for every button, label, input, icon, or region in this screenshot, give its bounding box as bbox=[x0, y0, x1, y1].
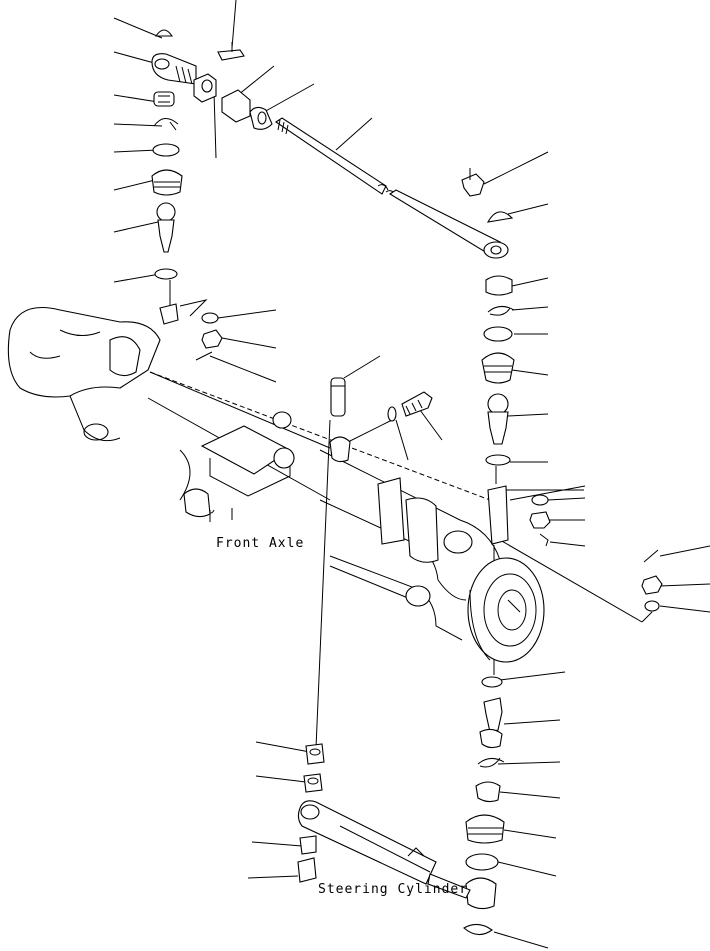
cylinder-barrel bbox=[297, 800, 437, 885]
boot-lower bbox=[465, 814, 505, 844]
center-pivot-bracket bbox=[377, 477, 405, 545]
front-axle-label: Front Axle bbox=[216, 536, 304, 551]
spacer-cylinder bbox=[299, 835, 317, 855]
boot-right bbox=[481, 352, 515, 384]
nut-far-right bbox=[641, 575, 663, 595]
nut-right bbox=[529, 511, 551, 529]
ring-left bbox=[154, 268, 178, 280]
dust-cap-right bbox=[486, 211, 514, 223]
seal-right bbox=[485, 275, 513, 296]
pivot-pin bbox=[330, 377, 346, 417]
far-right-group bbox=[641, 549, 663, 612]
knuckle-arm bbox=[487, 485, 509, 545]
tie-rod-end-left bbox=[151, 29, 245, 280]
dust-cap-lower bbox=[463, 923, 493, 936]
cylinder-rod-end bbox=[465, 877, 497, 910]
steering-cylinder-label: Steering Cylinder bbox=[318, 882, 468, 897]
cotter-pin-left bbox=[195, 351, 213, 361]
ball-stud-right bbox=[487, 393, 509, 415]
tie-rod-upper-half bbox=[275, 117, 387, 195]
washer-left bbox=[201, 312, 219, 324]
left-knuckle-fasteners bbox=[159, 299, 223, 361]
snap-ring-lower bbox=[477, 757, 505, 768]
dust-cap-left bbox=[154, 29, 174, 37]
cotter-pin-right bbox=[539, 533, 549, 547]
right-stack-lower bbox=[463, 676, 505, 936]
steering-cylinder bbox=[297, 743, 471, 899]
bolt-washer bbox=[387, 406, 397, 422]
nut-cylinder bbox=[297, 857, 317, 883]
clamp-nut bbox=[221, 89, 251, 123]
leader-lines-right bbox=[483, 151, 710, 949]
washer-right bbox=[531, 494, 549, 506]
o-ring-right bbox=[483, 326, 513, 342]
pin-boss bbox=[329, 436, 351, 463]
grease-fitting-left bbox=[217, 49, 245, 61]
snap-ring-left bbox=[153, 118, 179, 131]
nut-left-knuckle bbox=[201, 329, 223, 349]
axle-cradle-left bbox=[200, 425, 292, 475]
front-axle-body bbox=[7, 306, 545, 663]
ring-lower bbox=[481, 676, 503, 688]
o-ring-lower bbox=[465, 853, 499, 871]
seal-left bbox=[153, 91, 175, 107]
grease-fitting-right bbox=[461, 173, 485, 197]
kingpin-lower bbox=[483, 697, 503, 733]
ball-stud-left bbox=[156, 202, 176, 222]
ring-right bbox=[485, 454, 511, 466]
left-knuckle bbox=[109, 336, 141, 377]
bushing-lower bbox=[303, 773, 323, 793]
middle-fasteners bbox=[329, 377, 433, 463]
bushing-upper bbox=[305, 743, 325, 765]
tie-rod bbox=[221, 89, 514, 259]
seal-lower bbox=[475, 781, 501, 803]
washer-far-right bbox=[644, 600, 660, 612]
bolt bbox=[401, 391, 433, 417]
right-stack-upper bbox=[481, 275, 551, 547]
right-wheel-hub bbox=[467, 557, 545, 663]
leader-lines-middle bbox=[209, 309, 443, 879]
cylinder-rod bbox=[427, 873, 471, 899]
o-ring-left bbox=[152, 143, 180, 157]
cylinder-bottom-eye bbox=[300, 804, 320, 820]
snap-ring-right bbox=[487, 306, 515, 316]
tie-rod-lower-half bbox=[388, 189, 501, 257]
leader-lines-left-upper bbox=[113, 0, 373, 283]
